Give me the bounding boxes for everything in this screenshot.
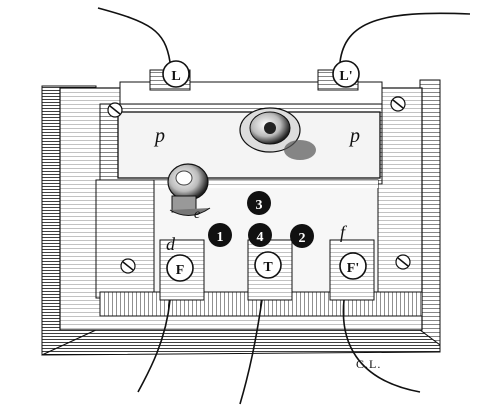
terminal-F: F	[166, 254, 194, 282]
contact-4: 4	[248, 223, 272, 247]
wire-bottom-right	[342, 299, 421, 393]
terminal-T-label: T	[263, 260, 273, 275]
plate-label-f: f	[340, 222, 348, 242]
contact-2-label: 2	[299, 231, 306, 246]
terminal-F-label: F	[176, 263, 185, 278]
plate-label-p-left: p	[153, 125, 165, 147]
plate-label-p-right: p	[348, 125, 360, 147]
screw-top-right	[390, 96, 406, 112]
wire-bottom-left	[137, 299, 171, 393]
contact-1-label: 1	[217, 230, 224, 245]
contact-3: 3	[247, 191, 271, 215]
screw-bottom-right	[395, 254, 411, 270]
screw-bottom-left	[120, 258, 136, 274]
signature: C.L.	[356, 357, 381, 371]
plate-label-e: e	[194, 207, 200, 222]
upper-plate	[99, 103, 383, 185]
contact-1: 1	[208, 223, 232, 247]
contact-3-label: 3	[256, 198, 263, 213]
terminal-L-label: L	[171, 69, 180, 84]
terminal-L-prime-label: L'	[339, 69, 352, 84]
terminal-F-prime-label: F'	[347, 261, 359, 276]
crank-knob	[167, 163, 211, 216]
wire-top-left	[97, 7, 171, 63]
center-knob	[239, 107, 316, 160]
contact-4-label: 4	[257, 230, 264, 245]
terminal-F-prime: F'	[339, 252, 367, 280]
wire-bottom-center	[239, 299, 263, 405]
screw-top-left	[107, 102, 123, 118]
plate-label-d: d	[166, 234, 176, 254]
terminal-T: T	[254, 251, 282, 279]
wire-top-right	[339, 12, 471, 63]
terminal-L: L	[162, 60, 190, 88]
contact-2: 2	[290, 224, 314, 248]
terminal-L-prime: L'	[332, 60, 360, 88]
